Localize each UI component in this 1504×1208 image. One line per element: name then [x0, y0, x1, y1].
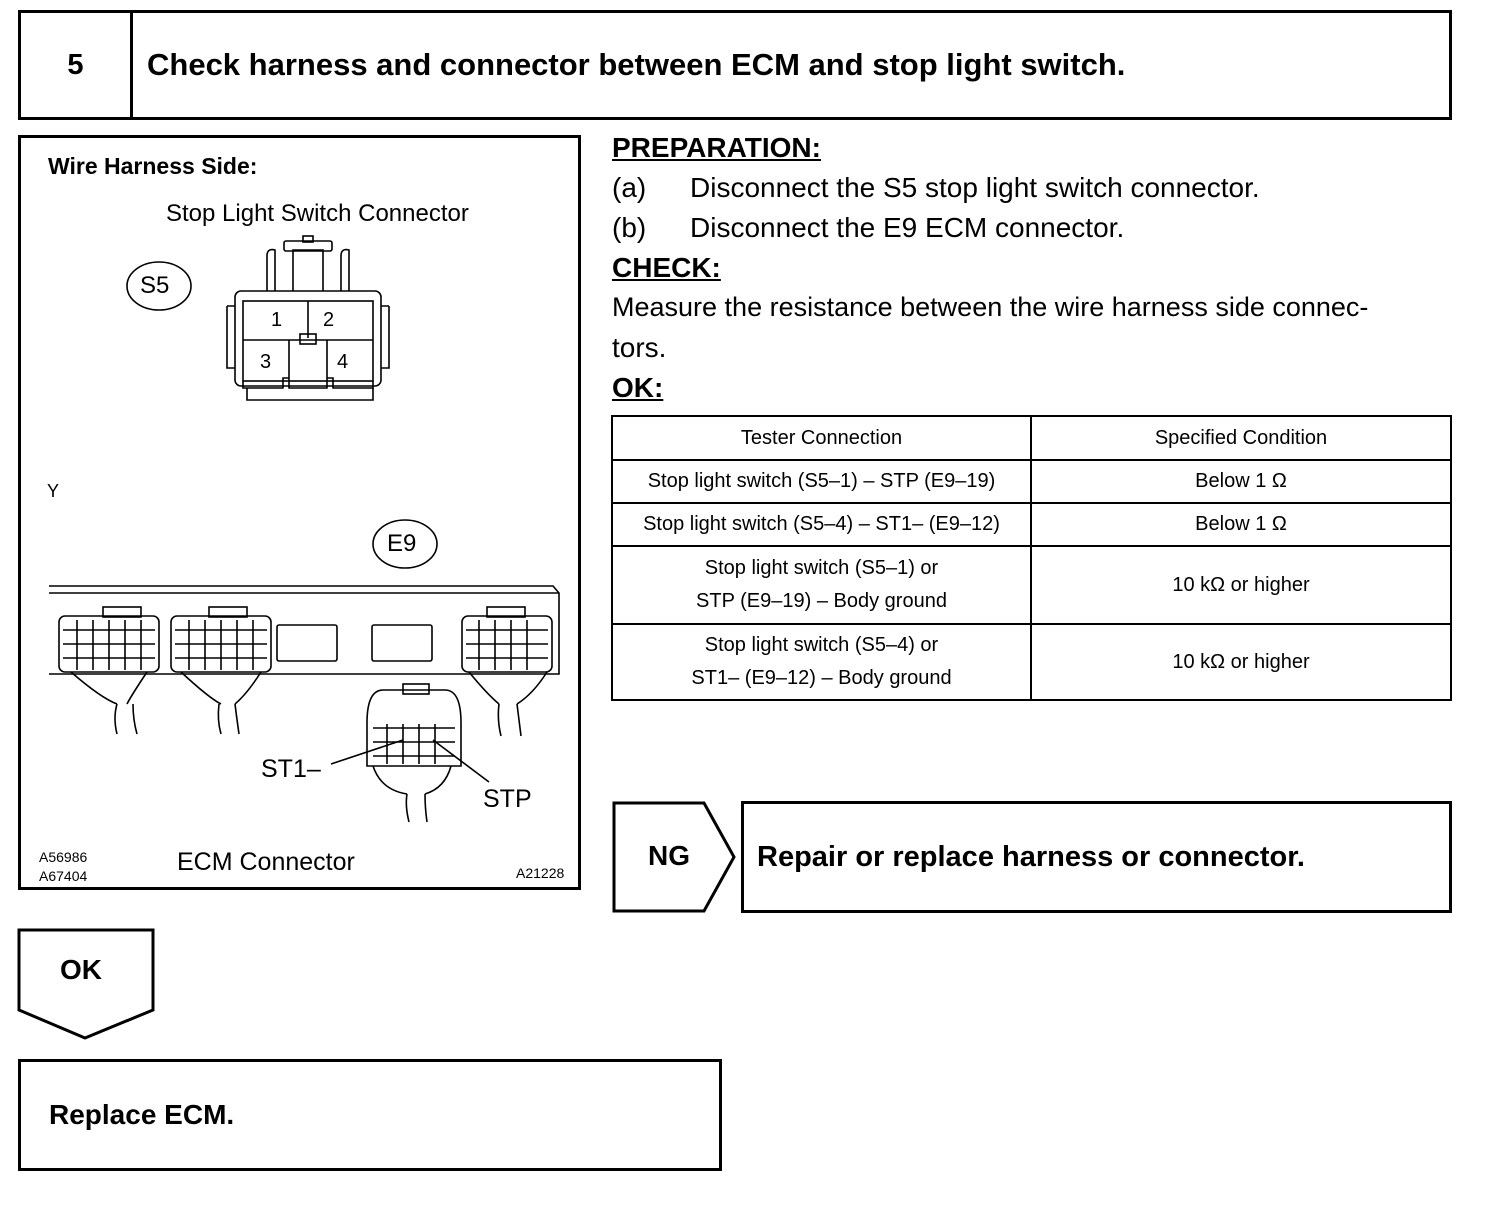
stp-terminal-label: STP — [483, 785, 532, 813]
st1-terminal-label: ST1– — [261, 755, 321, 783]
connection-line: Stop light switch (S5–4) or — [704, 634, 939, 656]
step-header: 5 Check harness and connector between EC… — [18, 10, 1452, 120]
connector-title: Stop Light Switch Connector — [166, 200, 469, 227]
pin-1: 1 — [271, 309, 283, 331]
ok-arrow-tag — [17, 928, 155, 1040]
condition-cell: 10 kΩ or higher — [1030, 545, 1452, 625]
step-title: Check harness and connector between ECM … — [147, 47, 1126, 82]
e9-label: E9 — [387, 530, 417, 557]
e9-callout-oval — [372, 519, 438, 569]
table-row: Stop light switch (S5–4) – ST1– (E9–12) … — [610, 502, 1452, 547]
reference-code-3: A21228 — [516, 865, 565, 881]
ng-label: NG — [648, 840, 690, 871]
wiring-illustration: Wire Harness Side: Stop Light Switch Con… — [18, 135, 581, 890]
header-specified-condition: Specified Condition — [1030, 415, 1452, 461]
check-line-1: Measure the resistance between the wire … — [612, 292, 1369, 322]
ok-action-box: Replace ECM. — [18, 1059, 722, 1171]
condition-cell: Below 1 Ω — [1030, 502, 1452, 547]
stop-light-switch-connector — [226, 235, 390, 401]
step-marker-b: (b) — [612, 212, 647, 243]
pin-2: 2 — [323, 309, 335, 331]
table-row: Stop light switch (S5–4) or ST1– (E9–12)… — [610, 623, 1452, 701]
ng-action-box: Repair or replace harness or connector. — [741, 801, 1452, 913]
preparation-heading: PREPARATION: — [612, 132, 821, 163]
table-header-row: Tester Connection Specified Condition — [610, 415, 1452, 461]
connection-line: ST1– (E9–12) – Body ground — [691, 667, 952, 689]
preparation-step-b: (b) Disconnect the E9 ECM connector. — [612, 212, 1124, 244]
pin-4: 4 — [337, 351, 349, 373]
reference-code-2: A67404 — [39, 868, 88, 884]
table-row: Stop light switch (S5–1) – STP (E9–19) B… — [610, 459, 1452, 504]
ecm-e9-connector — [366, 683, 462, 823]
connection-line: STP (E9–19) – Body ground — [696, 590, 947, 612]
ng-arrow-tag — [612, 801, 736, 913]
s5-label: S5 — [140, 272, 170, 299]
table-row: Stop light switch (S5–1) or STP (E9–19) … — [610, 545, 1452, 625]
condition-cell: Below 1 Ω — [1030, 459, 1452, 504]
connector-drawing — [49, 235, 560, 823]
reference-code-1: A56986 — [39, 849, 88, 865]
side-mark: Y — [47, 481, 60, 501]
st1-leader — [330, 739, 404, 765]
stp-leader — [432, 739, 490, 783]
s5-callout-oval — [126, 261, 192, 311]
specification-table: Tester Connection Specified Condition St… — [610, 415, 1452, 701]
ok-label: OK — [60, 954, 102, 985]
connection-cell: Stop light switch (S5–4) or ST1– (E9–12)… — [610, 623, 1033, 701]
step-text-b: Disconnect the E9 ECM connector. — [690, 212, 1125, 243]
connection-line: Stop light switch (S5–1) or — [704, 557, 939, 579]
step-marker-a: (a) — [612, 172, 647, 203]
wire-harness-side-heading: Wire Harness Side: — [48, 153, 258, 179]
step-number: 5 — [21, 13, 133, 117]
header-tester-connection: Tester Connection — [610, 415, 1033, 461]
preparation-step-a: (a) Disconnect the S5 stop light switch c… — [612, 172, 1260, 204]
ecm-connector-label: ECM Connector — [177, 848, 355, 876]
check-line-2: tors. — [612, 332, 667, 363]
step-text-a: Disconnect the S5 stop light switch conn… — [690, 172, 1260, 203]
ecm-body — [49, 585, 560, 737]
ok-heading: OK: — [612, 372, 664, 403]
connection-cell: Stop light switch (S5–1) – STP (E9–19) — [610, 459, 1033, 504]
connection-cell: Stop light switch (S5–1) or STP (E9–19) … — [610, 545, 1033, 625]
connection-cell: Stop light switch (S5–4) – ST1– (E9–12) — [610, 502, 1033, 547]
pin-3: 3 — [260, 351, 272, 373]
condition-cell: 10 kΩ or higher — [1030, 623, 1452, 701]
check-heading: CHECK: — [612, 252, 721, 283]
